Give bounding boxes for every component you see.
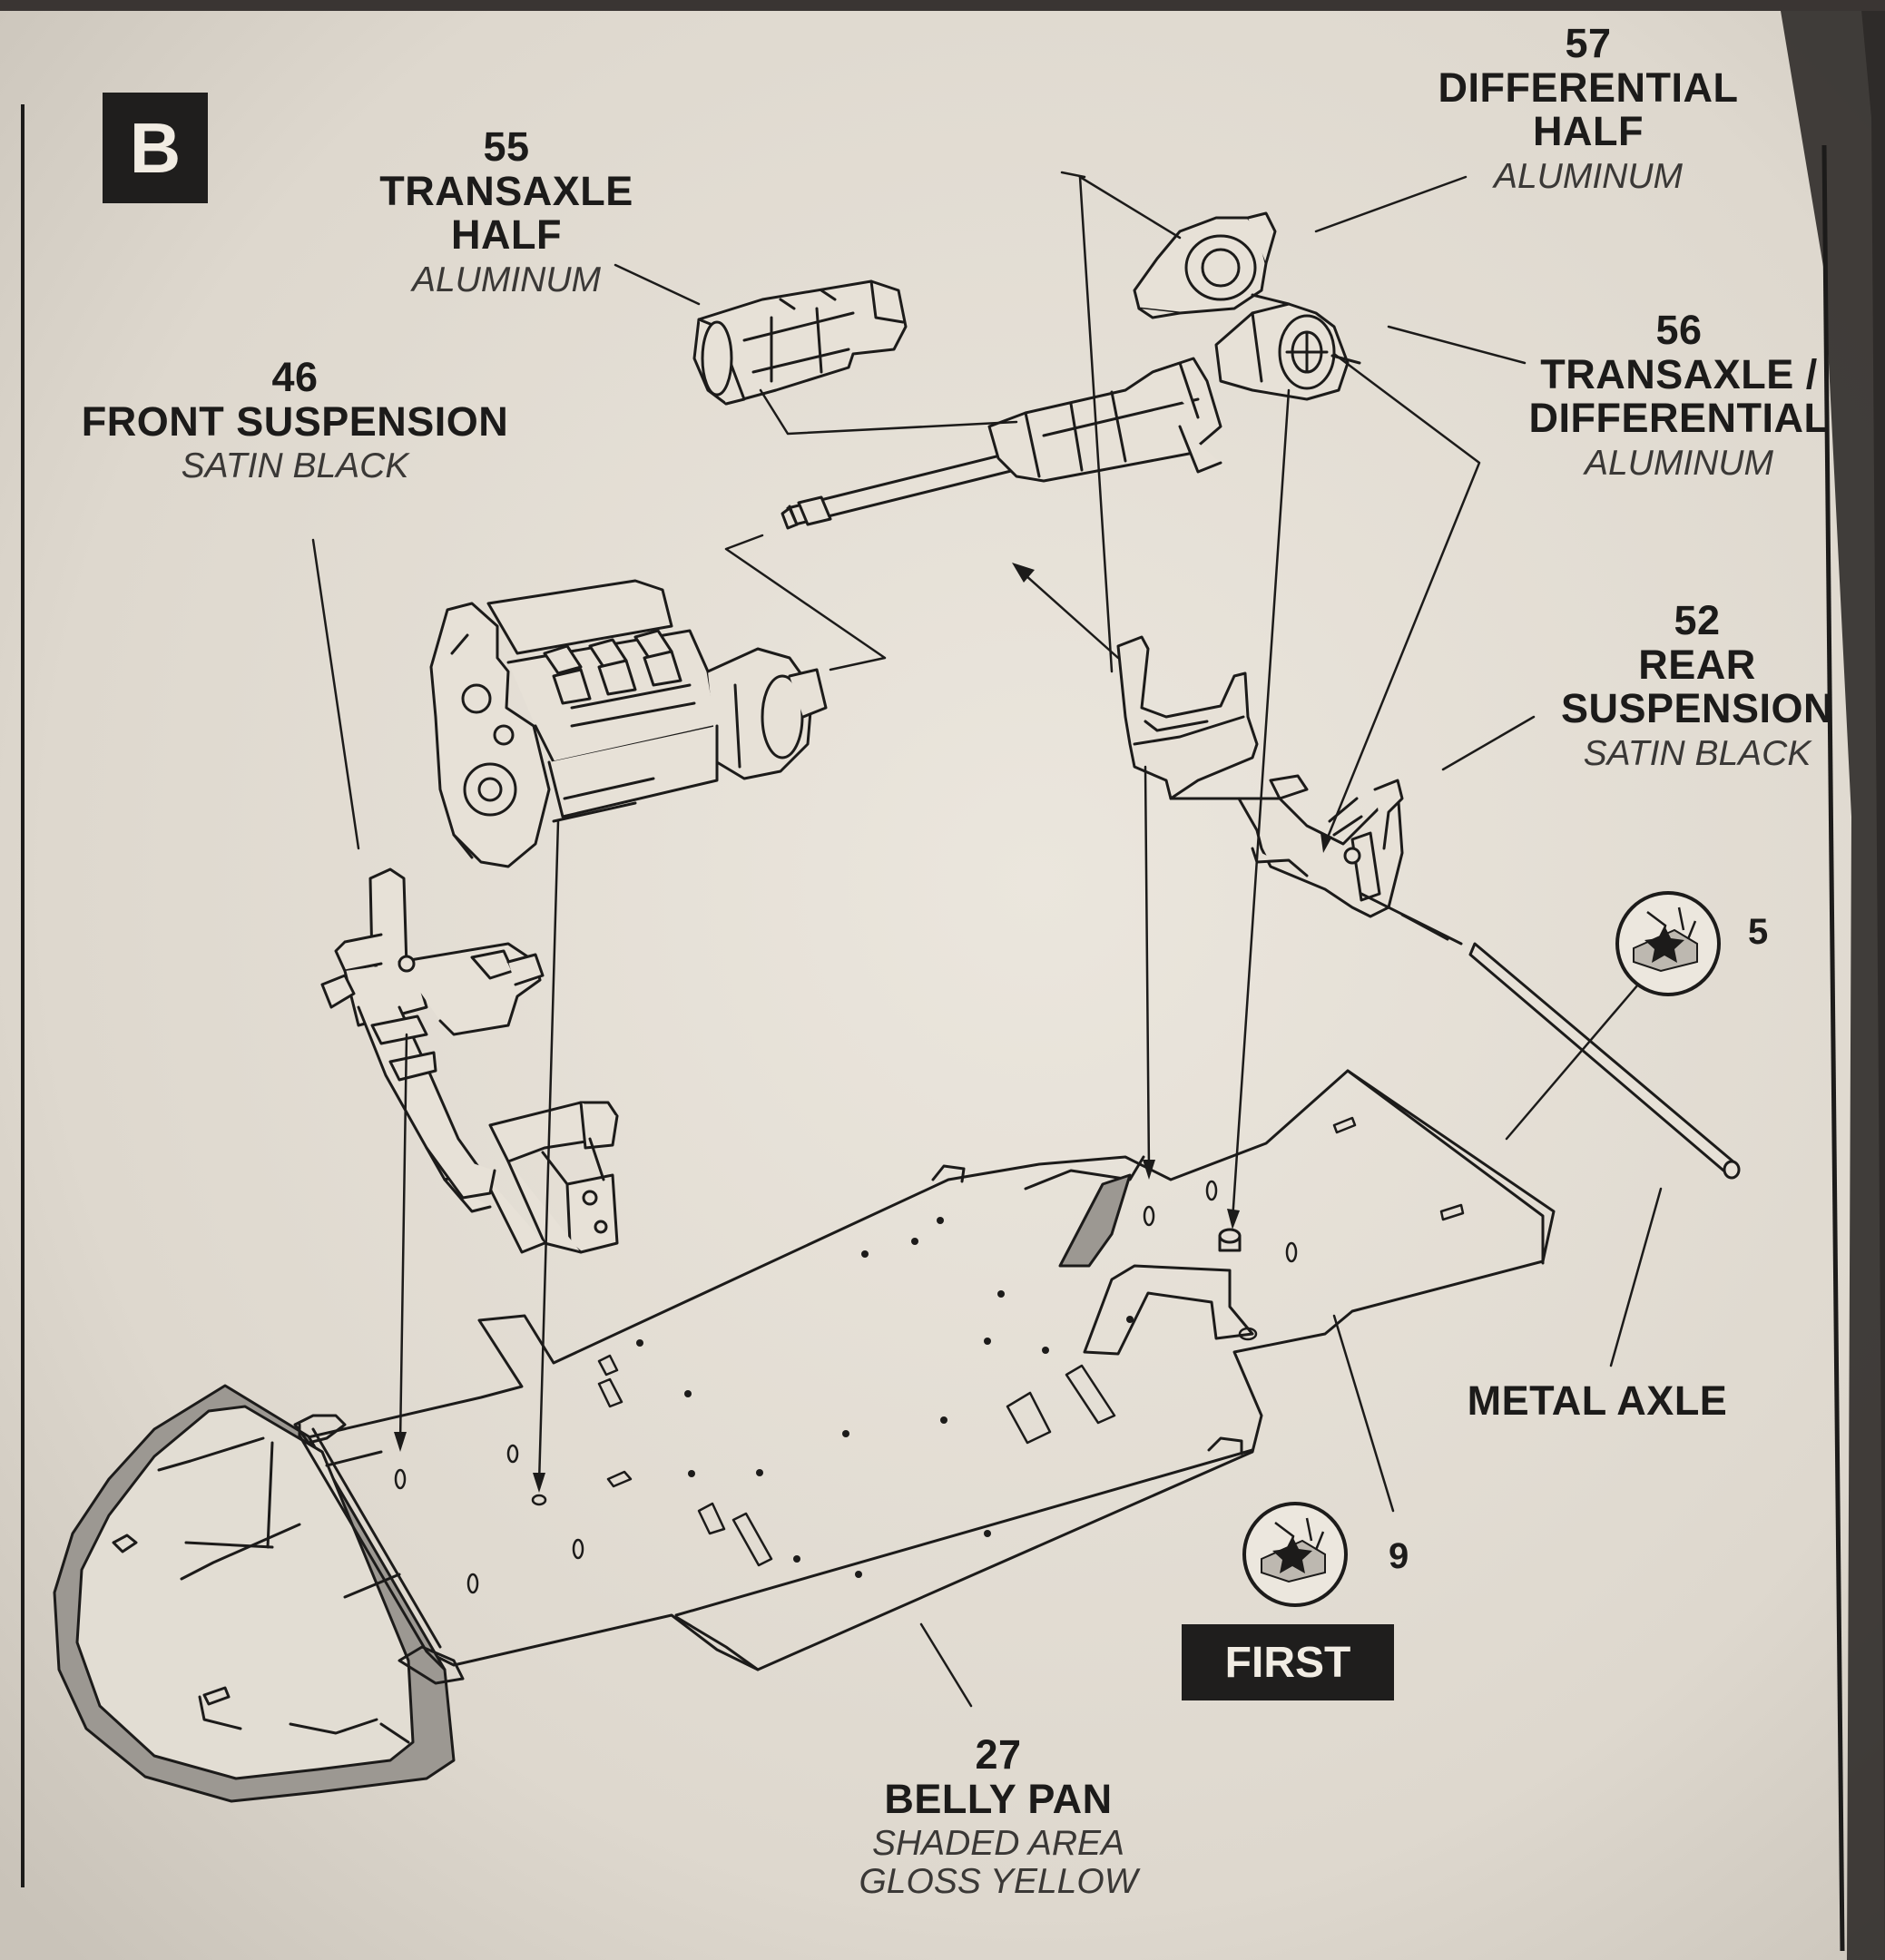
detail-ref-9-icon: [1242, 1502, 1348, 1607]
metal-axle: [1468, 942, 1741, 1180]
part-name: HALF: [1533, 108, 1644, 155]
part-name: DIFFERENTIAL: [1528, 395, 1830, 442]
part-finish: SHADED AREA: [871, 1824, 1125, 1864]
background-edge: [1779, 0, 1885, 1960]
part-name: FRONT SUSPENSION: [81, 397, 509, 445]
transaxle-half: [692, 279, 908, 406]
first-step-tag: FIRST: [1182, 1624, 1394, 1700]
engine: [429, 579, 828, 868]
part-finish: SATIN BLACK: [1583, 733, 1811, 773]
part-number: 46: [271, 354, 319, 400]
part-number: 55: [483, 123, 530, 170]
part-label-metal-axle: METAL AXLE: [1443, 1377, 1752, 1424]
part-number: 27: [975, 1731, 1022, 1778]
part-number: 52: [1674, 597, 1721, 643]
part-label-55: 55 TRANSAXLE HALF ALUMINUM: [325, 123, 688, 299]
belly-pan-nose: [53, 1384, 465, 1803]
part-name: METAL AXLE: [1467, 1377, 1728, 1424]
part-number: 57: [1565, 20, 1612, 66]
part-label-27: 27 BELLY PAN SHADED AREA GLOSS YELLOW: [817, 1731, 1180, 1902]
part-finish: SATIN BLACK: [181, 446, 409, 486]
transaxle-differential: [781, 302, 1361, 530]
part-name: REAR: [1638, 641, 1756, 688]
detail-ref-5-number: 5: [1748, 912, 1769, 952]
part-name: BELLY PAN: [884, 1775, 1113, 1822]
part-finish: ALUMINUM: [1584, 443, 1773, 483]
belly-pan: [302, 1069, 1556, 1671]
part-label-56: 56 TRANSAXLE / DIFFERENTIAL ALUMINUM: [1507, 307, 1851, 483]
assembly-guide-lines: [311, 171, 1663, 1708]
part-label-57: 57 DIFFERENTIAL HALF ALUMINUM: [1370, 20, 1806, 196]
front-suspension: [320, 867, 619, 1254]
part-name: TRANSAXLE: [379, 167, 633, 214]
part-name: SUSPENSION: [1560, 685, 1834, 732]
detail-ref-5-icon: [1615, 891, 1721, 996]
part-name: DIFFERENTIAL: [1438, 64, 1739, 111]
axle-centerline: [1360, 892, 1463, 946]
part-name: HALF: [451, 211, 562, 259]
part-number: 56: [1655, 307, 1703, 353]
step-letter-badge: B: [103, 93, 208, 203]
detail-ref-9-number: 9: [1389, 1536, 1409, 1576]
part-finish: ALUMINUM: [411, 260, 601, 299]
part-name: TRANSAXLE /: [1540, 350, 1818, 397]
differential-half: [1133, 211, 1291, 319]
part-finish: ALUMINUM: [1493, 156, 1683, 196]
arrowheads: [394, 563, 1332, 1493]
part-finish: GLOSS YELLOW: [859, 1862, 1138, 1902]
frame-right-line: [1821, 144, 1845, 1952]
part-label-52: 52 REAR SUSPENSION SATIN BLACK: [1534, 597, 1860, 773]
part-label-46: 46 FRONT SUSPENSION SATIN BLACK: [41, 354, 549, 486]
